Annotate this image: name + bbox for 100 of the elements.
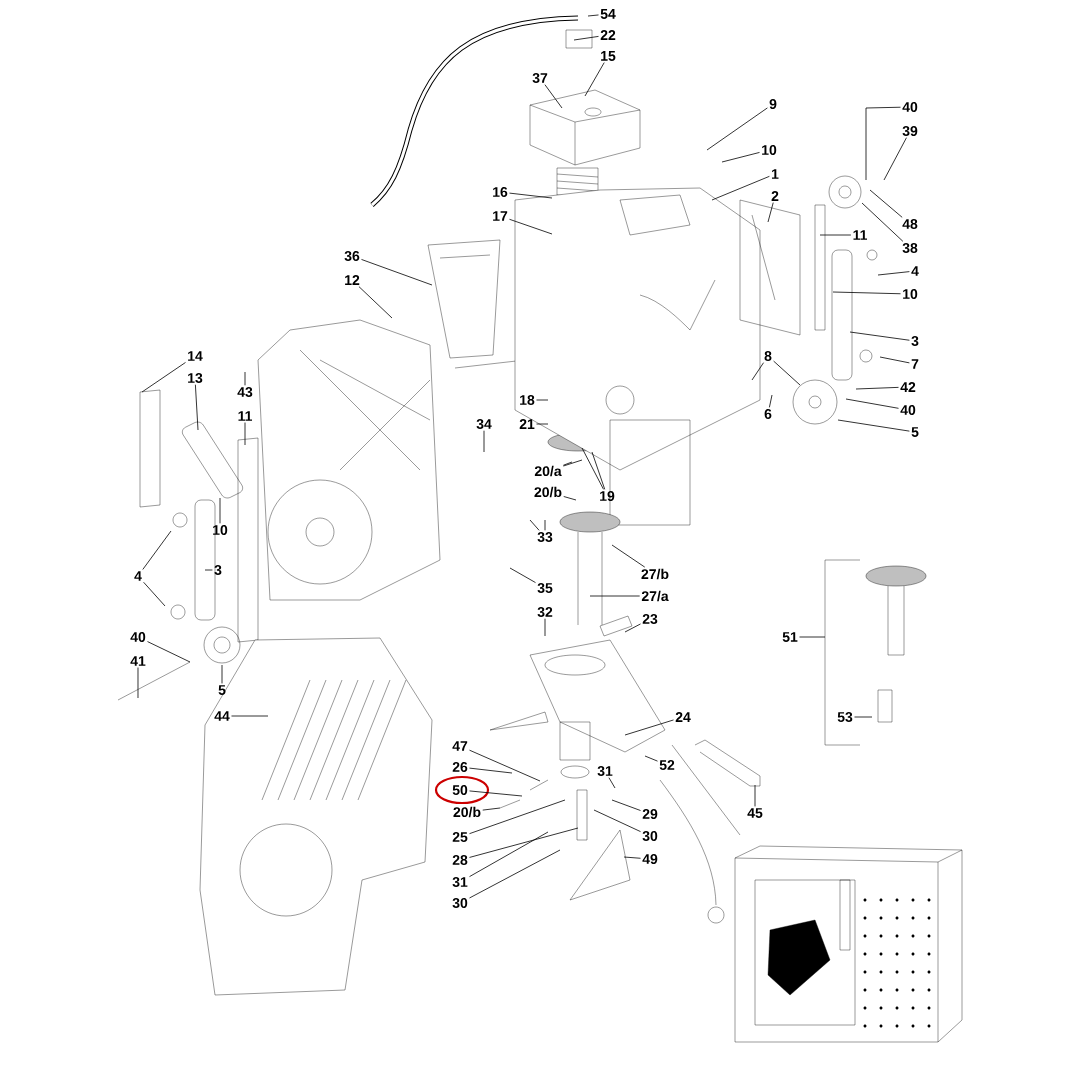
leader-line	[706, 107, 768, 151]
callout-number: 40	[130, 632, 146, 642]
callout-number: 36	[344, 251, 360, 261]
leader-line	[608, 777, 616, 789]
callout-number: 29	[642, 809, 658, 819]
leader-line	[832, 291, 901, 295]
leader-line	[611, 799, 641, 811]
callout-number: 47	[452, 741, 468, 751]
leader-line	[219, 497, 221, 524]
leader-line	[593, 809, 641, 832]
callout-number: 27/a	[641, 590, 669, 602]
leader-line	[751, 362, 764, 381]
leader-line	[469, 831, 549, 878]
leader-line	[877, 271, 910, 276]
leader-line	[879, 356, 910, 364]
callout-number: 10	[903, 289, 918, 299]
leader-line	[195, 384, 199, 431]
leader-line	[573, 36, 599, 41]
callout-number: 45	[747, 808, 763, 818]
leader-line	[883, 137, 907, 181]
leader-line	[244, 371, 246, 386]
callout-number: 1	[772, 169, 779, 179]
leader-line	[483, 430, 485, 453]
callout-number: 41	[130, 656, 146, 666]
callout-number: 17	[493, 211, 508, 221]
leader-line	[767, 202, 774, 223]
leader-line	[773, 360, 801, 386]
callout-number: 39	[902, 126, 918, 136]
leader-line	[849, 331, 910, 341]
leader-line	[469, 799, 566, 835]
callout-number: 27/b	[641, 568, 669, 580]
callout-number: 34	[476, 419, 492, 429]
leader-line	[769, 394, 773, 408]
callout-number: 4	[134, 571, 142, 581]
callout-number: 48	[902, 219, 918, 229]
callout-number: 44	[214, 711, 230, 721]
callout-number: 5	[911, 427, 919, 437]
callout-number: 32	[537, 607, 553, 617]
callout-number: 16	[493, 187, 508, 197]
callout-number: 6	[764, 409, 772, 419]
callout-number: 54	[600, 9, 616, 19]
leader-line	[589, 595, 641, 597]
callout-number: 33	[537, 532, 553, 542]
leader-line	[845, 398, 899, 409]
leader-line	[204, 569, 213, 571]
leader-line	[143, 581, 166, 607]
leader-line	[562, 459, 583, 467]
callout-number: 28	[452, 855, 468, 865]
callout-number: 40	[902, 102, 918, 112]
leader-line	[581, 447, 604, 490]
callout-number: 5	[218, 685, 226, 695]
leader-line	[861, 202, 904, 242]
leader-line	[509, 192, 553, 199]
callout-number: 20/a	[534, 465, 562, 477]
leader-line	[147, 641, 191, 663]
callout-number: 19	[600, 491, 615, 501]
callout-number: 35	[537, 583, 553, 593]
leader-line	[141, 362, 186, 393]
callout-number: 11	[853, 230, 867, 240]
callout-number: 53	[837, 712, 853, 722]
callout-number: 15	[601, 51, 616, 61]
leader-line	[469, 749, 541, 782]
leader-line	[509, 567, 536, 583]
callout-number: 4	[911, 266, 919, 276]
leader-line	[544, 84, 563, 109]
callout-number: 24	[675, 712, 691, 722]
leader-line	[819, 234, 852, 236]
callout-number: 10	[213, 525, 228, 535]
leader-line	[358, 286, 393, 319]
callout-number: 10	[762, 145, 777, 155]
leader-line	[221, 664, 223, 684]
callout-number: 51	[782, 632, 798, 642]
leader-line	[865, 106, 901, 181]
callout-number: 30	[642, 831, 658, 841]
leader-line	[469, 767, 513, 774]
callout-number: 2	[771, 191, 779, 201]
callout-number: 11	[238, 411, 252, 421]
callout-number: 50	[452, 785, 468, 795]
leader-line	[544, 519, 546, 531]
leader-line	[509, 218, 553, 235]
leader-line	[587, 14, 599, 17]
leader-line	[563, 496, 577, 501]
callout-number: 18	[520, 395, 535, 405]
leader-line	[754, 784, 756, 807]
callout-number: 25	[452, 832, 468, 842]
callout-number: 13	[188, 373, 203, 383]
leader-line	[711, 175, 770, 201]
callout-number: 8	[764, 351, 772, 361]
callout-number: 37	[532, 73, 548, 83]
callout-number: 20/b	[453, 806, 481, 818]
leader-line	[854, 716, 873, 718]
leader-line	[611, 544, 646, 568]
leader-line	[137, 667, 139, 699]
callout-number: 21	[519, 419, 535, 429]
callout-number: 40	[900, 405, 916, 415]
callout-number: 31	[597, 766, 613, 776]
leader-line	[869, 189, 903, 218]
callout-number: 26	[452, 762, 468, 772]
callout-number: 42	[900, 382, 916, 392]
leader-line	[544, 618, 546, 637]
